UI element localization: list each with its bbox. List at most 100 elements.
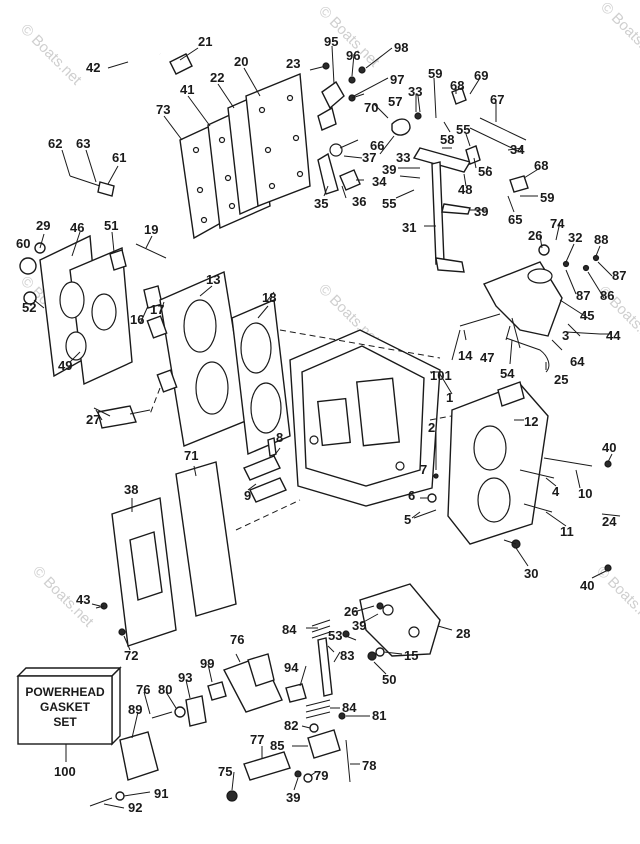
washer-83: [309, 723, 319, 733]
callout-68-mid: 68: [534, 158, 548, 173]
callout-87-left: 87: [576, 288, 590, 303]
callout-80: 79: [314, 768, 328, 783]
callout-40-top: 40: [602, 440, 616, 455]
callout-36: 36: [352, 194, 366, 209]
callout-99: 98: [394, 40, 408, 55]
callout-91: 89: [128, 702, 142, 717]
screw-75: [226, 790, 238, 802]
callout-72: 72: [124, 648, 138, 663]
bolt-11: [523, 503, 553, 513]
gasket-set-line-3: SET: [53, 715, 77, 729]
callout-15: 15: [404, 648, 418, 663]
clip-36: [339, 169, 361, 191]
cylinder-block-group: [243, 329, 463, 507]
washer-81: [174, 706, 186, 718]
callout-9: 9: [244, 488, 251, 503]
link-14: [459, 313, 501, 327]
callout-31: 31: [402, 220, 416, 235]
hose-42-inner: [127, 50, 161, 64]
callout-75: 75: [218, 764, 232, 779]
callout-42: 42: [86, 60, 100, 75]
callout-35: 35: [314, 196, 328, 211]
callout-25: 25: [554, 372, 568, 387]
callout-59-top: 59: [428, 66, 442, 81]
lower-linkage-group: [303, 583, 441, 783]
bracket-98: [317, 106, 337, 131]
callout-37: 37: [362, 150, 376, 165]
dowel-pin-9: [243, 455, 281, 481]
shaft-84: [317, 637, 333, 697]
callout-13: 13: [206, 272, 220, 287]
callout-7: 7: [420, 462, 427, 477]
callout-64: 64: [570, 354, 585, 369]
sensor-wire-62: [69, 175, 101, 187]
callout-4: 4: [552, 484, 560, 499]
callout-102: 101: [430, 368, 452, 383]
linkage-group: [317, 87, 529, 273]
callout-100: 100: [54, 764, 76, 779]
callout-83: 82: [284, 718, 298, 733]
callout-19: 19: [144, 222, 158, 237]
callout-94: 94: [284, 660, 299, 675]
callout-96: 95: [324, 34, 338, 49]
bolt-19: [135, 243, 167, 259]
cylinder-head-13: [159, 270, 249, 447]
callout-66: 66: [370, 138, 384, 153]
watermark-low-right: © Boats.net: [593, 563, 640, 631]
callout-73: 73: [156, 102, 170, 117]
callout-39-top: 39: [382, 162, 396, 177]
callout-95: 93: [178, 670, 192, 685]
bearing-8: [267, 437, 277, 457]
callout-86: 85: [270, 738, 284, 753]
callout-21: 21: [198, 34, 212, 49]
callout-62: 62: [48, 136, 62, 151]
callout-38: 38: [124, 482, 138, 497]
callout-24: 24: [602, 514, 617, 529]
callout-70: 70: [364, 100, 378, 115]
bracket-45-group: [459, 244, 601, 373]
callout-98: 97: [390, 72, 404, 87]
callout-88: 86: [600, 288, 614, 303]
callout-53: 53: [328, 628, 342, 643]
bracket-91: [119, 731, 159, 781]
callout-45: 45: [580, 308, 594, 323]
clamp-95: [185, 695, 207, 727]
watermark-top-left: © Boats.net: [17, 21, 85, 89]
link-79: [345, 739, 351, 783]
callout-51: 51: [104, 218, 118, 233]
washer-92: [115, 791, 125, 801]
callout-77: 77: [250, 732, 264, 747]
gasket-set-box: POWERHEAD GASKET SET: [16, 666, 122, 762]
callout-20: 20: [234, 54, 248, 69]
gasket-60: [19, 257, 37, 275]
callout-11: 11: [560, 524, 574, 539]
callout-29: 29: [36, 218, 50, 233]
callout-89: 88: [594, 232, 608, 247]
gasket-set-box-face: [17, 675, 113, 745]
callout-47: 47: [480, 350, 494, 365]
callout-12: 12: [524, 414, 538, 429]
gasket-set-line-2: GASKET: [40, 700, 91, 714]
callout-44: 44: [606, 328, 621, 343]
callout-69: 69: [474, 68, 488, 83]
callout-49: 49: [58, 358, 72, 373]
callout-2: 2: [428, 420, 435, 435]
callout-71: 71: [184, 448, 198, 463]
callout-40-bottom: 40: [580, 578, 594, 593]
nut-50: [367, 651, 377, 661]
watermark-top-right: © Boats.net: [597, 0, 640, 67]
callout-76-label: 76: [136, 682, 150, 697]
callout-81: 80: [158, 682, 172, 697]
callout-79: 78: [362, 758, 376, 773]
callout-46: 46: [70, 220, 84, 235]
link-67: [469, 127, 523, 153]
exhaust-cover-group: [69, 50, 366, 240]
callout-34-top: 34: [510, 142, 525, 157]
intake-group: [19, 234, 172, 429]
cylinder-head-group: [146, 270, 291, 456]
spring-57: [391, 118, 411, 136]
callout-93: 92: [128, 800, 142, 815]
bolt-4: [519, 469, 555, 479]
lever-86: [307, 729, 341, 759]
callout-85-bottom: 84: [342, 700, 357, 715]
